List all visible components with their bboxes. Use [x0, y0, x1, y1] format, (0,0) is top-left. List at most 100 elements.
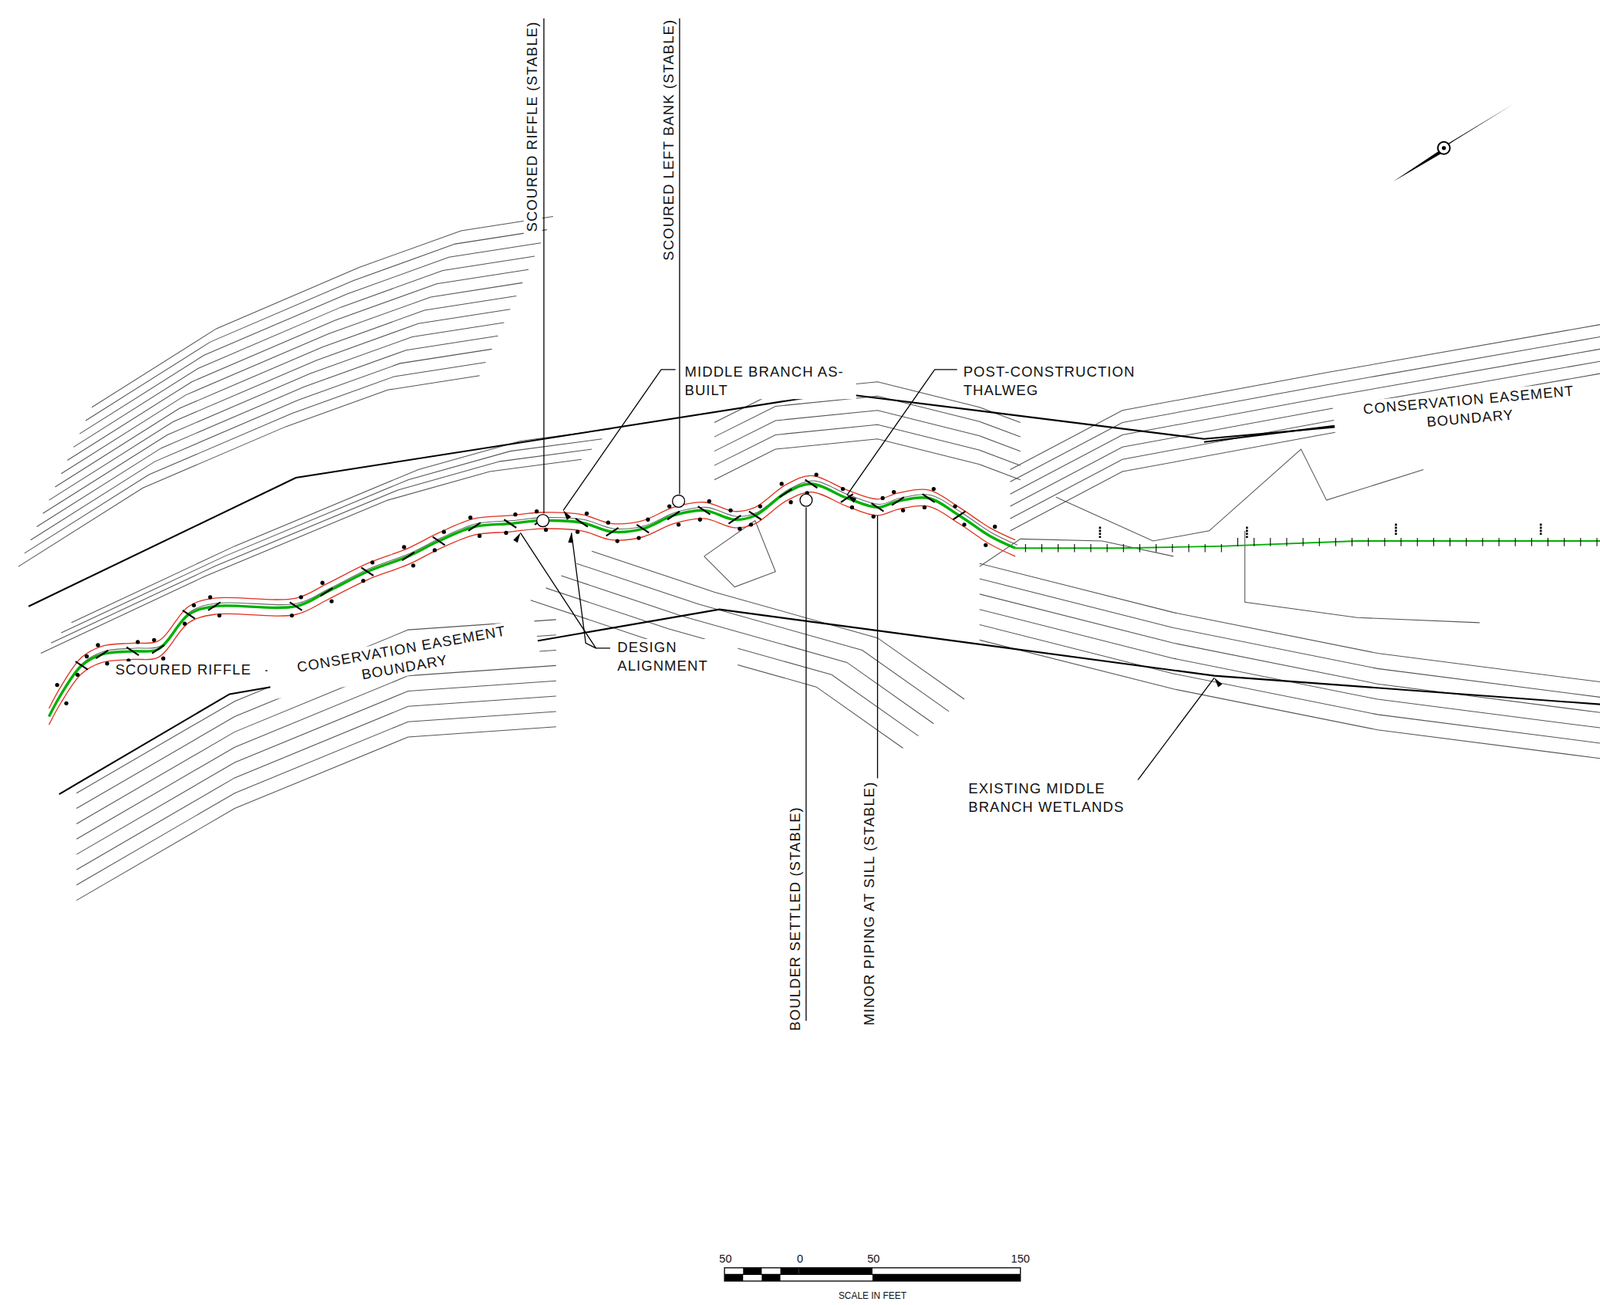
- channel-tick: [1481, 537, 1483, 547]
- contour-line: [576, 563, 949, 712]
- log-vane: [575, 518, 588, 527]
- structure-rock: [931, 486, 936, 491]
- callout-circle: [800, 493, 813, 507]
- callout-circle: [536, 514, 550, 527]
- log-vane: [922, 493, 936, 503]
- channel-tick: [1286, 537, 1287, 547]
- leader-arrowhead: [1214, 677, 1222, 687]
- leader-arrowhead: [513, 532, 520, 543]
- station-mark: [1394, 523, 1398, 537]
- log-vane: [606, 527, 619, 537]
- channel-tick: [1531, 537, 1533, 547]
- scale-text: 150: [1009, 1252, 1031, 1266]
- easement-boundary: [59, 609, 1600, 794]
- channel-tick: [1465, 537, 1467, 547]
- map-label: POST-CONSTRUCTION THALWEG: [960, 363, 1176, 399]
- contour-line: [30, 348, 493, 540]
- log-vane: [361, 567, 374, 576]
- channel-tick: [1449, 537, 1451, 547]
- structure-rock: [442, 529, 446, 534]
- structure-rock: [922, 505, 927, 510]
- log-vane: [891, 496, 905, 506]
- structure-rock: [698, 517, 703, 522]
- leader-arrowhead: [847, 495, 857, 503]
- structure-rock: [290, 613, 294, 618]
- log-vane: [871, 502, 885, 512]
- channel-tick: [1547, 537, 1549, 547]
- contour-line: [54, 296, 517, 487]
- leader-line: [543, 18, 544, 514]
- top-of-bank: [48, 475, 1016, 709]
- log-vane: [698, 506, 711, 515]
- log-vane: [320, 587, 333, 597]
- map-label: SCOURED RIFFLE (STABLE): [523, 18, 542, 236]
- channel-tick: [1237, 537, 1239, 547]
- contour-line: [979, 594, 1600, 713]
- structure-rock: [606, 520, 611, 525]
- map-label: MINOR PIPING AT SILL (STABLE): [860, 778, 878, 1029]
- structure-rock: [84, 654, 89, 659]
- channel-tick: [1367, 537, 1369, 547]
- structure-rock: [615, 538, 620, 543]
- log-vane: [151, 644, 165, 654]
- structure-rock: [477, 533, 482, 538]
- contour-line: [979, 624, 1600, 743]
- structure-rock: [513, 512, 517, 517]
- channel-tick: [1498, 537, 1500, 547]
- structure-rock: [952, 503, 957, 508]
- structure-rock: [161, 655, 166, 660]
- top-of-bank: [48, 492, 1016, 726]
- channel-tick: [1269, 537, 1271, 547]
- log-vane: [290, 601, 303, 611]
- structure-rock: [182, 621, 187, 626]
- structure-rock: [645, 517, 650, 522]
- channel-tick: [1123, 543, 1125, 553]
- log-vane: [636, 524, 649, 534]
- map-label: SCOURED LEFT BANK (STABLE): [660, 16, 679, 264]
- contour-line: [979, 639, 1600, 758]
- contour-line: [714, 424, 1021, 466]
- channel-tick: [1090, 543, 1091, 553]
- contour-line: [43, 322, 505, 514]
- channel-tick: [1073, 543, 1075, 553]
- scale-text: 50: [718, 1252, 733, 1266]
- station-mark: [1539, 523, 1543, 537]
- thalweg-line: [50, 480, 1018, 714]
- contour-line: [85, 229, 547, 421]
- leader-line: [1118, 677, 1215, 787]
- map-label: BOULDER SETTLED (STABLE): [786, 803, 805, 1033]
- structure-rock: [962, 522, 966, 527]
- leader-arrowhead: [563, 509, 571, 520]
- log-vane: [432, 536, 446, 546]
- structure-rock: [983, 543, 988, 547]
- north-arrow: [1392, 104, 1513, 183]
- channel-tick: [1155, 543, 1157, 553]
- map-label: CONSERVATION EASEMENT BOUNDARY: [1332, 379, 1600, 439]
- channel-tick: [1041, 543, 1043, 553]
- channel-tick: [1253, 537, 1255, 547]
- structure-rock: [361, 578, 365, 583]
- log-vane: [749, 511, 762, 520]
- leader-line: [805, 506, 807, 1020]
- channel-tick: [1417, 537, 1418, 547]
- channel-tick: [1205, 543, 1206, 553]
- contour-line: [714, 395, 1021, 437]
- channel-tick: [1400, 537, 1402, 547]
- log-vane: [952, 511, 966, 520]
- structure-rock: [749, 522, 753, 527]
- structure-rock: [320, 580, 325, 585]
- log-vane: [805, 479, 818, 489]
- contour-line: [714, 438, 1021, 480]
- contour-line: [76, 695, 557, 870]
- log-vane: [468, 522, 481, 531]
- log-vane: [182, 610, 196, 619]
- log-vane: [208, 601, 221, 611]
- structure-rock: [758, 503, 763, 508]
- structure-rock: [534, 509, 539, 514]
- leader-arrowhead: [567, 532, 574, 543]
- structure-rock: [880, 496, 885, 500]
- structure-rock: [737, 526, 742, 531]
- structure-rock: [584, 511, 589, 516]
- structure-rock: [871, 514, 876, 519]
